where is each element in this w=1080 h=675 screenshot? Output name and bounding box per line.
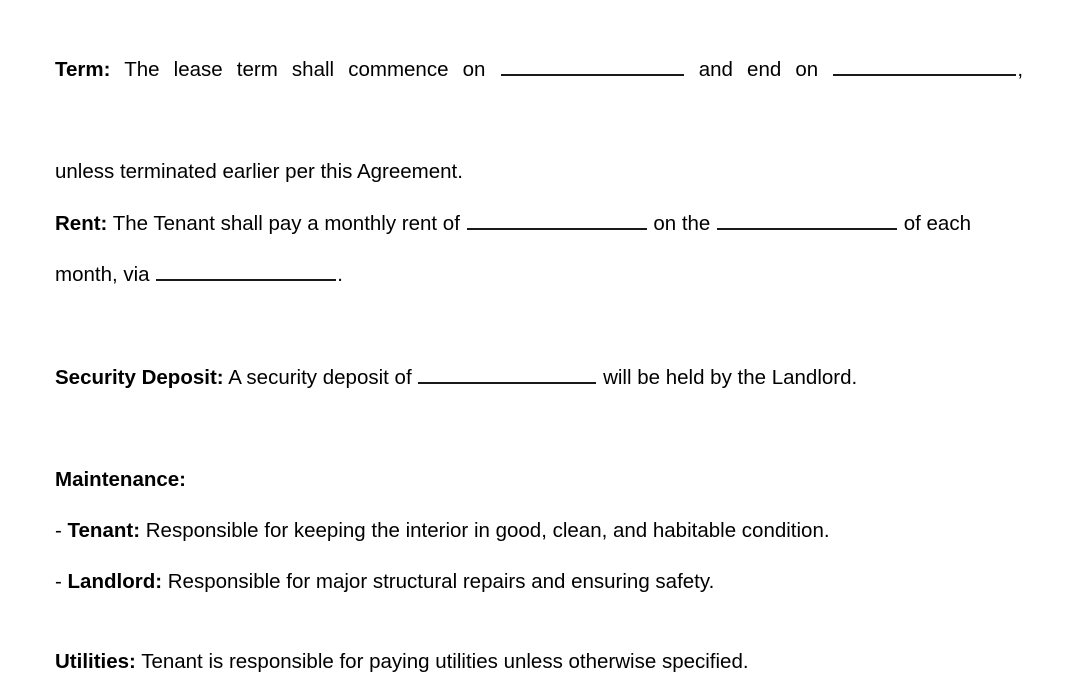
term-start-date-blank[interactable] xyxy=(500,55,684,76)
rent-clause-line-2: month, via . xyxy=(55,249,1023,300)
utilities-label: Utilities: xyxy=(55,650,136,673)
maintenance-item-tenant-dash: - xyxy=(55,519,62,542)
utilities-text: Tenant is responsible for paying utiliti… xyxy=(141,650,749,673)
security-deposit-clause: Security Deposit: A security deposit of … xyxy=(55,352,1023,403)
security-deposit-amount-blank[interactable] xyxy=(418,363,597,384)
maintenance-clause: Maintenance: - Tenant: Responsible for k… xyxy=(55,454,1023,607)
rent-text-before-day: on the xyxy=(653,212,711,235)
term-clause-line-1: Term: The lease term shall commence on a… xyxy=(55,44,1023,146)
term-label: Term: xyxy=(55,58,111,81)
term-clause-line-2: unless terminated earlier per this Agree… xyxy=(55,160,463,183)
rent-clause: Rent: The Tenant shall pay a monthly ren… xyxy=(55,198,1023,300)
maintenance-item-landlord: - Landlord: Responsible for major struct… xyxy=(55,556,1023,607)
rent-text-after-day: of each xyxy=(903,212,971,235)
term-text-between-blanks: and end on xyxy=(698,58,819,81)
term-end-date-blank[interactable] xyxy=(833,55,1017,76)
utilities-clause: Utilities: Tenant is responsible for pay… xyxy=(55,648,1023,675)
term-text-before-start-blank: The lease term shall commence on xyxy=(124,58,486,81)
rent-text-before-amount: The Tenant shall pay a monthly rent of xyxy=(112,212,460,235)
maintenance-heading-label: Maintenance: xyxy=(55,468,186,491)
maintenance-item-landlord-party: Landlord: xyxy=(67,570,163,593)
term-clause: Term: The lease term shall commence on a… xyxy=(55,44,1023,197)
maintenance-item-tenant-text: Responsible for keeping the interior in … xyxy=(145,519,830,542)
rent-label: Rent: xyxy=(55,212,108,235)
security-deposit-label: Security Deposit: xyxy=(55,366,224,389)
maintenance-item-landlord-text: Responsible for major structural repairs… xyxy=(167,570,715,593)
utilities-line: Utilities: Tenant is responsible for pay… xyxy=(55,648,1023,675)
maintenance-item-tenant-party: Tenant: xyxy=(67,519,141,542)
security-deposit-text-before-blank: A security deposit of xyxy=(228,366,412,389)
maintenance-item-tenant: - Tenant: Responsible for keeping the in… xyxy=(55,505,1023,556)
rent-due-day-blank[interactable] xyxy=(717,209,898,230)
rent-continuation-suffix: . xyxy=(337,263,343,286)
rent-continuation-prefix: month, via xyxy=(55,263,150,286)
security-deposit-text-after-blank: will be held by the Landlord. xyxy=(603,366,858,389)
rent-clause-line-1: Rent: The Tenant shall pay a monthly ren… xyxy=(55,198,1023,249)
term-text-after-end-blank: , xyxy=(1017,58,1024,81)
rent-payment-method-blank[interactable] xyxy=(156,260,337,281)
rent-amount-blank[interactable] xyxy=(466,209,647,230)
security-deposit-line: Security Deposit: A security deposit of … xyxy=(55,352,1023,403)
maintenance-item-landlord-dash: - xyxy=(55,570,62,593)
maintenance-heading: Maintenance: xyxy=(55,454,1023,505)
